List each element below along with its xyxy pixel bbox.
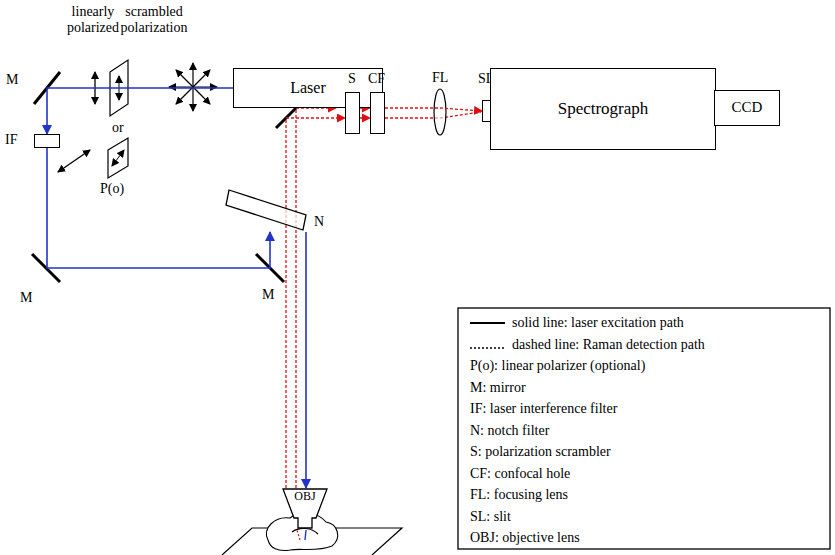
objective-lens-shape	[283, 489, 327, 528]
interference-filter: IF	[34, 134, 60, 148]
node-label: IF	[5, 132, 17, 148]
laser-excitation-path	[305, 232, 307, 488]
laser-excitation-path	[47, 88, 233, 134]
part-label: M	[262, 287, 274, 303]
legend-text: OBJ: objective lens	[470, 530, 580, 546]
legend-text: CF: confocal hole	[470, 466, 570, 482]
legend-text: IF: laser interference filter	[470, 401, 617, 417]
part-label: P(o)	[100, 181, 124, 197]
legend-dashed-sample	[470, 347, 505, 348]
node-label: CF	[368, 71, 385, 87]
part-label: M	[20, 290, 32, 306]
node-label: S	[348, 71, 356, 87]
legend-box	[458, 308, 830, 549]
legend-solid-sample	[470, 322, 505, 324]
polarization-scrambler: S	[345, 92, 360, 134]
linear-polarization-arrow	[58, 150, 90, 172]
raman-focus	[297, 530, 300, 540]
part-label: scrambled polarization	[112, 4, 196, 36]
raman-detection-path	[385, 108, 482, 111]
raman-detection-path	[286, 118, 345, 488]
notch-filter-outline	[226, 188, 308, 232]
focusing-lens	[434, 89, 446, 135]
legend-text: solid line: laser excitation path	[512, 315, 684, 331]
ccd-box: CCD	[714, 90, 780, 126]
part-label: FL	[432, 70, 448, 86]
raman-path	[360, 117, 370, 118]
excitation-focus	[305, 530, 306, 540]
raman-path	[296, 108, 336, 488]
polarization-arrow	[176, 70, 210, 104]
polarizer-arrow	[112, 150, 124, 166]
laser-box: Laser	[233, 68, 383, 108]
legend-text: dashed line: Raman detection path	[512, 337, 705, 353]
notch-filter-shape	[226, 190, 306, 230]
legend-text: SL: slit	[470, 509, 511, 525]
part-label: M	[6, 72, 18, 88]
legend-text: FL: focusing lens	[470, 487, 568, 503]
raman-path	[385, 112, 481, 118]
legend-text: N: notch filter	[470, 423, 549, 439]
legend-text: P(o): linear polarizer (optional)	[470, 358, 645, 374]
objective-lens: OBJ	[282, 488, 328, 530]
polarizer-diagonal	[108, 138, 128, 178]
part-label: linearly polarized	[60, 4, 126, 36]
spectrograph-box: Spectrograph	[490, 68, 716, 150]
scrambled-polarization-star	[169, 63, 217, 111]
confocal-hole: CF	[370, 92, 385, 134]
node-label: Laser	[290, 79, 326, 97]
node-label: Spectrograph	[558, 99, 649, 119]
part-label: or	[112, 120, 124, 136]
legend-text: M: mirror	[470, 380, 526, 396]
node-label: OBJ	[282, 490, 328, 504]
notch-filter: N	[226, 188, 308, 232]
legend-text: S: polarization scrambler	[470, 444, 611, 460]
node-label: N	[314, 214, 324, 230]
node-label: CCD	[732, 99, 763, 116]
